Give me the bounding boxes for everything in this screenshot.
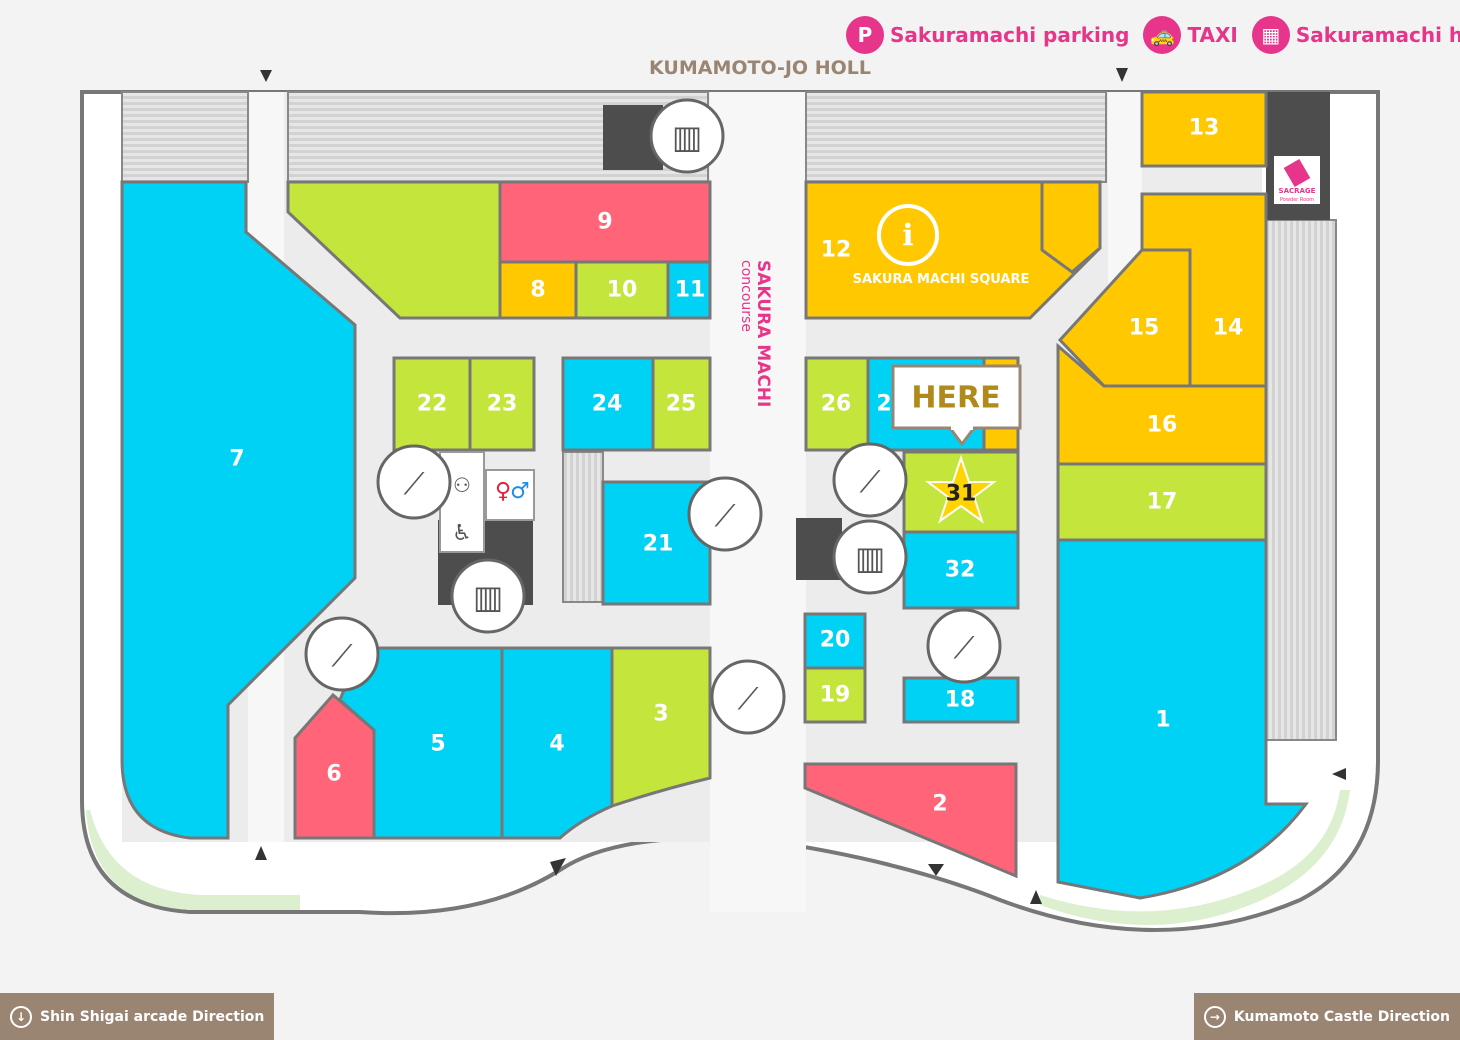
- legend-hills[interactable]: ▦ Sakuramachi hills: [1251, 16, 1460, 54]
- store-12[interactable]: 12: [821, 238, 852, 263]
- here-label: HERE: [911, 381, 1000, 416]
- store-21[interactable]: 21: [643, 532, 674, 557]
- restroom: [485, 469, 535, 521]
- you-are-here-marker: HERE 31: [891, 364, 1022, 524]
- escalator-icon[interactable]: ⟋: [687, 476, 763, 552]
- legend-taxi-label: TAXI: [1187, 23, 1238, 47]
- store-16[interactable]: 16: [1147, 413, 1178, 438]
- svg-text:▥: ▥: [672, 118, 702, 156]
- taxi-icon: 🚕: [1143, 16, 1182, 54]
- women-restroom-icon: ♀: [495, 479, 511, 504]
- svg-text:⟋: ⟋: [860, 465, 881, 500]
- svg-text:concourse: concourse: [738, 260, 754, 332]
- store-31: 31: [946, 482, 977, 507]
- concourse-label: SAKURA MACHI concourse: [738, 260, 773, 407]
- store-26[interactable]: 26: [821, 392, 852, 417]
- escalator-icon[interactable]: ⟋: [832, 442, 908, 518]
- store-4[interactable]: 4: [549, 732, 564, 757]
- star-icon: [925, 454, 997, 524]
- store-11[interactable]: 11: [675, 278, 706, 303]
- wheelchair-icon: ♿: [452, 521, 472, 546]
- store-24[interactable]: 24: [592, 392, 623, 417]
- elevator-icon[interactable]: ▥: [450, 558, 526, 634]
- elevator-icon[interactable]: ▥: [832, 519, 908, 595]
- elevator-icon[interactable]: ▥: [649, 98, 725, 174]
- men-restroom-icon: ♂: [510, 479, 530, 504]
- store-13[interactable]: 13: [1189, 116, 1220, 141]
- shin-shigai-direction-label: Shin Shigai arcade Direction: [40, 1008, 265, 1025]
- arrow-down-icon: ↓: [10, 1005, 32, 1028]
- store-23[interactable]: 23: [487, 392, 518, 417]
- store-3[interactable]: 3: [653, 702, 668, 727]
- svg-text:⟋: ⟋: [954, 631, 975, 666]
- svg-text:⟋: ⟋: [738, 682, 759, 717]
- svg-text:⟋: ⟋: [332, 639, 353, 674]
- store-10[interactable]: 10: [607, 278, 638, 303]
- legend-parking[interactable]: P Sakuramachi parking: [846, 16, 1129, 54]
- escalator-icon[interactable]: ⟋: [710, 659, 786, 735]
- svg-text:⟋: ⟋: [715, 499, 736, 534]
- legend: P Sakuramachi parking 🚕 TAXI ▦ Sakuramac…: [846, 16, 1460, 54]
- shin-shigai-direction-button[interactable]: ↓ Shin Shigai arcade Direction: [0, 993, 275, 1040]
- kumamoto-castle-direction-label: Kumamoto Castle Direction: [1233, 1008, 1450, 1025]
- family-icon: ⚇: [453, 473, 471, 497]
- svg-text:▥: ▥: [473, 578, 503, 616]
- svg-text:⟋: ⟋: [404, 467, 425, 502]
- escalator-icon[interactable]: ⟋: [304, 616, 380, 692]
- store-6[interactable]: 6: [326, 762, 341, 787]
- square-label: SAKURA MACHI SQUARE: [853, 272, 1030, 287]
- escalator-icon[interactable]: ⟋: [926, 608, 1002, 684]
- store-17[interactable]: 17: [1147, 490, 1178, 515]
- store-9[interactable]: 9: [597, 210, 612, 235]
- entrance-arrows: [255, 68, 1346, 904]
- store-19[interactable]: 19: [820, 683, 851, 708]
- store-8[interactable]: 8: [530, 278, 545, 303]
- street-label: KUMAMOTO-JO HOLL: [649, 57, 871, 79]
- store-15[interactable]: 15: [1129, 316, 1160, 341]
- store-7[interactable]: 7: [229, 447, 244, 472]
- building-icon: ▦: [1251, 16, 1290, 54]
- sacrage-sub: Powder Room: [1280, 197, 1314, 203]
- svg-text:SAKURA MACHI: SAKURA MACHI: [753, 260, 773, 407]
- info-icon[interactable]: i: [877, 204, 939, 266]
- store-5[interactable]: 5: [430, 732, 445, 757]
- parking-icon: P: [846, 16, 884, 54]
- svg-text:i: i: [902, 219, 913, 254]
- store-2[interactable]: 2: [932, 792, 947, 817]
- legend-hills-label: Sakuramachi hills: [1295, 23, 1460, 47]
- sacrage-name: SACRAGE: [1279, 187, 1316, 195]
- arrow-right-icon: →: [1203, 1005, 1226, 1028]
- svg-text:▥: ▥: [855, 539, 885, 577]
- store-32[interactable]: 32: [945, 558, 976, 583]
- store-25[interactable]: 25: [666, 392, 697, 417]
- green-strip: [86, 810, 300, 910]
- legend-taxi[interactable]: 🚕 TAXI: [1143, 16, 1238, 54]
- store-20[interactable]: 20: [820, 628, 851, 653]
- legend-parking-label: Sakuramachi parking: [890, 23, 1130, 47]
- store-22[interactable]: 22: [417, 392, 448, 417]
- store-1[interactable]: 1: [1155, 708, 1170, 733]
- lipstick-icon: [1283, 158, 1311, 188]
- green-strip: [1040, 790, 1350, 925]
- kumamoto-castle-direction-button[interactable]: → Kumamoto Castle Direction: [1193, 993, 1460, 1040]
- store-18[interactable]: 18: [945, 688, 976, 713]
- store-14[interactable]: 14: [1213, 316, 1244, 341]
- escalator-icon[interactable]: ⟋: [376, 444, 452, 520]
- store-27[interactable]: 2: [876, 392, 891, 417]
